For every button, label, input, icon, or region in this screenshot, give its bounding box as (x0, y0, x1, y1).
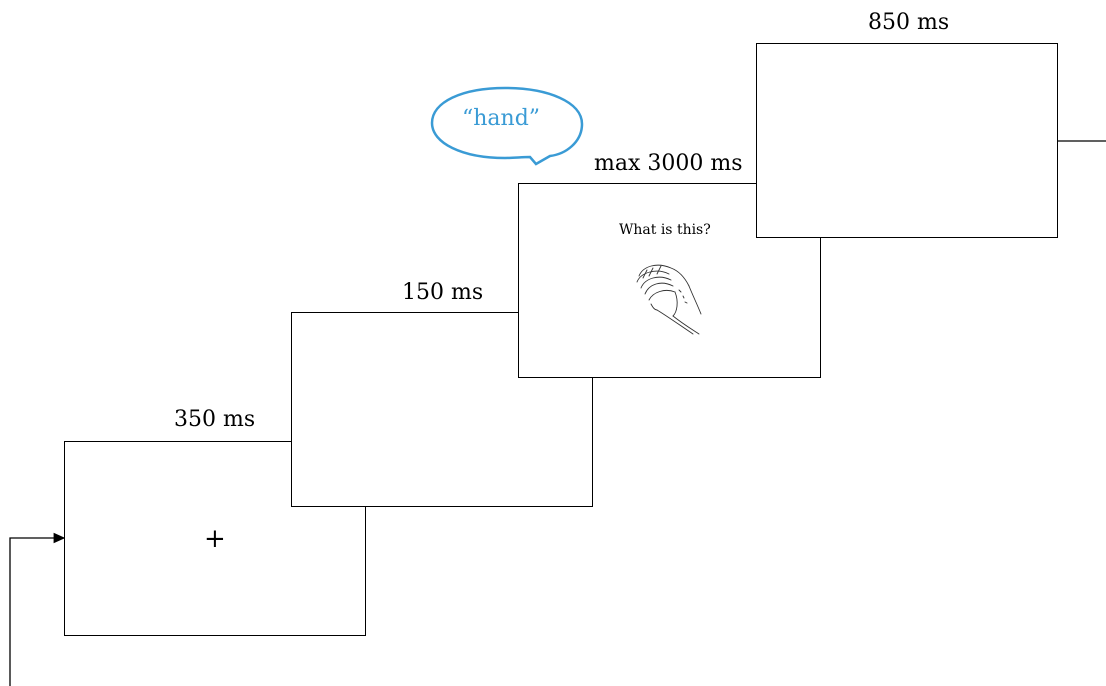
hand-drawing-icon (636, 264, 702, 335)
loop-arrow (9, 532, 66, 686)
blank-duration: 150 ms (402, 280, 484, 305)
fixation-duration: 350 ms (174, 407, 256, 432)
stimulus-prompt: What is this? (619, 222, 711, 238)
post-duration: 850 ms (868, 10, 950, 35)
post-screen (756, 43, 1058, 238)
stimulus-duration: max 3000 ms (594, 151, 743, 176)
response-text: “hand” (462, 106, 541, 131)
fixation-cross: + (204, 524, 226, 554)
